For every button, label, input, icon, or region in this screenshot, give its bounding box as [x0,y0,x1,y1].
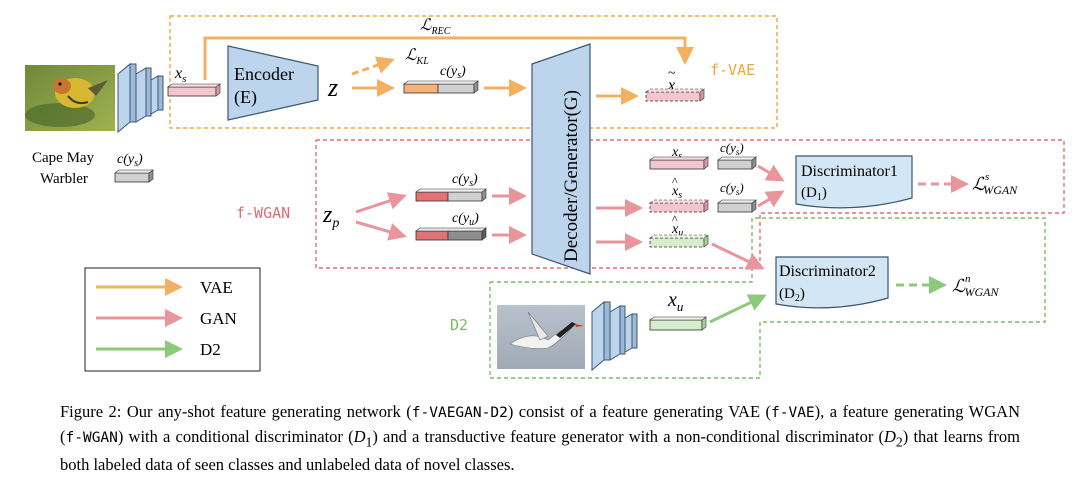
xhat-s-feature [649,199,709,213]
legend-item-vae: VAE [96,278,233,297]
encoder-short-label: (E) [234,87,257,108]
warbler-name-line2: Warbler [40,171,88,187]
cys-feature-fake [717,199,757,213]
cys-label-vae: c(ys) [440,64,466,81]
cys-label-fake: c(ys) [720,180,744,197]
discriminator2-block [775,256,889,309]
xs-feature-real [649,156,709,170]
xhat-u-hat-mark: ^ [672,212,678,226]
cys-label-real: c(ys) [720,140,744,157]
discriminator2-label: Discriminator2 [779,263,876,280]
legend-item-gan: GAN [96,309,237,328]
fwgan-region-label: f-WGAN [236,204,290,222]
z-cys-concat-vae [403,80,479,94]
cnn-icon-top [117,62,164,134]
discriminator1-block [795,155,913,209]
cyu-label-wgan: c(yu) [452,211,479,228]
legend-label-gan: GAN [200,309,237,328]
cys-label-wgan: c(ys) [452,172,478,189]
tern-image [497,305,585,369]
real-to-d1-arrow [757,164,785,182]
cys-label-warbler: c(ys) [117,152,143,169]
xu-feature [649,316,707,331]
z-latent-label: z [327,73,338,102]
fvae-region [169,15,778,129]
xhat-u-to-d2-arrow [711,242,765,270]
decoder-generator-block [531,43,591,275]
zp-cyu-concat [415,227,487,241]
xs-label-real: xs [671,145,682,162]
cys-feature-real [717,156,757,170]
fvae-region-label: f-VAE [710,61,755,79]
warbler-image [25,65,115,131]
kl-arrow [351,56,395,76]
rec-loss-label: ℒREC [420,17,451,37]
xhat-u-feature [649,234,709,248]
fake-to-d1-arrow [757,190,785,208]
kl-loss-label: ℒKL [405,47,429,67]
zp-cys-concat [415,188,487,202]
figure-caption: Figure 2: Our any-shot feature generatin… [60,402,1020,475]
xhat-s-label: xs [671,184,682,201]
zp-to-upper-arrow [355,192,407,214]
architecture-diagram: f-VAE f-WGAN D2 Cape May Warbler c(ys) x… [25,15,1065,379]
warbler-name-line1: Cape May [32,150,95,166]
xhat-s-hat-mark: ^ [672,174,678,188]
d2-region-label: D2 [450,316,468,334]
rec-loss-arrow [203,36,694,80]
zp-to-lower-arrow [355,220,407,241]
cnn-icon-bottom [591,300,638,372]
fwgan-region [315,139,1065,269]
xs-label-top: xs [174,65,186,85]
encoder-block [227,45,319,121]
zp-latent-label: zp [322,202,339,231]
attribute-vector-warbler [114,169,154,183]
xu-to-d2-arrow [709,294,767,324]
xtilde-s-feature [645,88,705,102]
decoder-label: Decoder/Generator(G) [561,90,582,262]
xs-feature-top [167,83,221,97]
legend-item-d2: D2 [96,340,221,359]
xu-label: xu [667,289,684,314]
discriminator1-label: Discriminator1 [801,163,898,180]
discriminator1-short-label: (D1) [801,185,827,203]
encoder-label: Encoder [234,64,294,84]
discriminator2-short-label: (D2) [779,286,805,304]
legend-label-d2: D2 [200,340,221,359]
xtilde-tilde-mark: ~ [668,66,676,81]
xhat-u-label: xu [671,222,683,239]
legend-label-vae: VAE [200,278,233,297]
